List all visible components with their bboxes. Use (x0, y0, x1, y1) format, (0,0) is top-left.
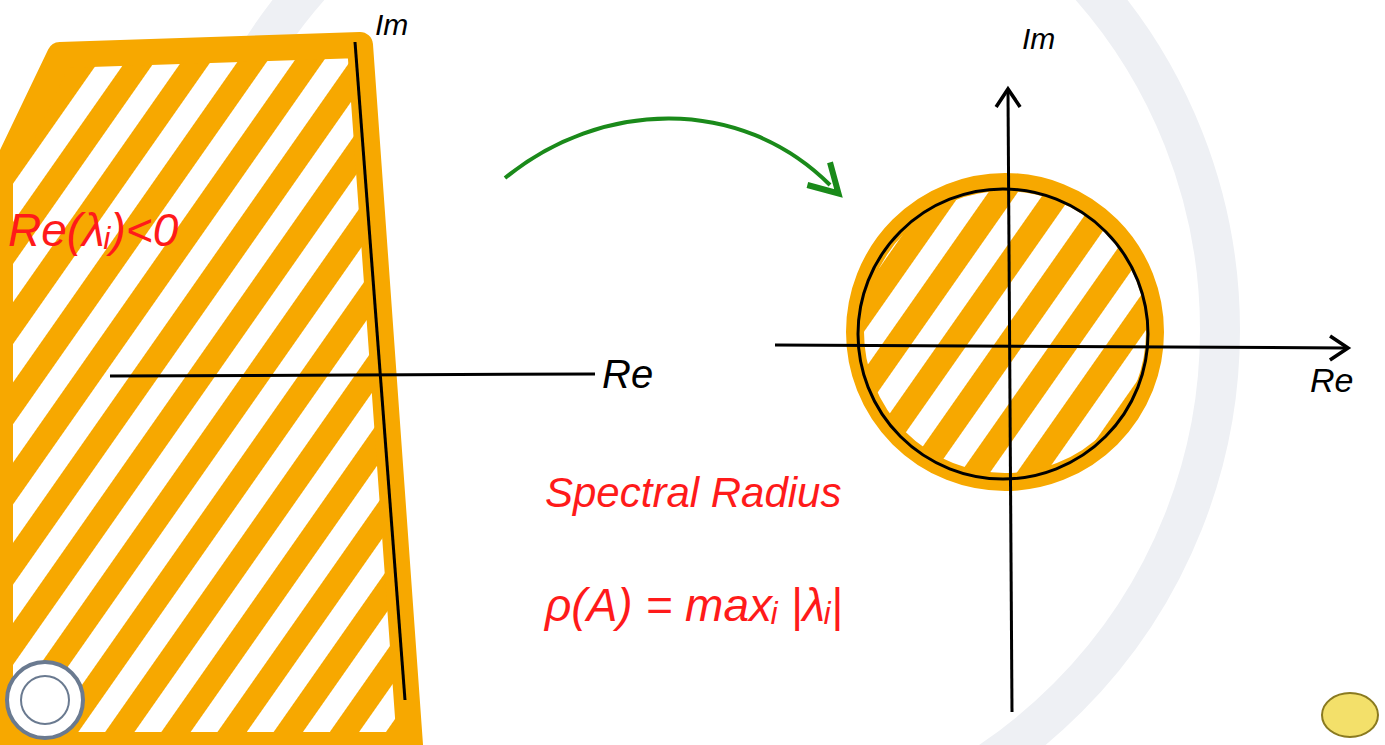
formula: ρ(A) = maxᵢ |λᵢ| (545, 580, 843, 631)
axis-label: Re (602, 352, 653, 396)
mapping-arrow (505, 118, 830, 185)
imag-axis (1008, 92, 1012, 712)
imag-axis (355, 42, 405, 700)
university-seal (7, 662, 83, 738)
unit-disc (855, 182, 1155, 482)
heading-note: Spectral Radius (545, 470, 841, 516)
left-half-plane (0, 45, 410, 745)
mascot-logo (1322, 693, 1378, 737)
axis-label: Re (1310, 362, 1353, 399)
stability-condition: Re(λᵢ)<0 (8, 205, 178, 256)
unit-circle (858, 189, 1148, 479)
real-axis (775, 345, 1345, 348)
axis-label: Im (1022, 22, 1055, 55)
real-axis (110, 374, 595, 376)
axis-label: Im (375, 8, 408, 41)
university-seal (21, 676, 69, 724)
